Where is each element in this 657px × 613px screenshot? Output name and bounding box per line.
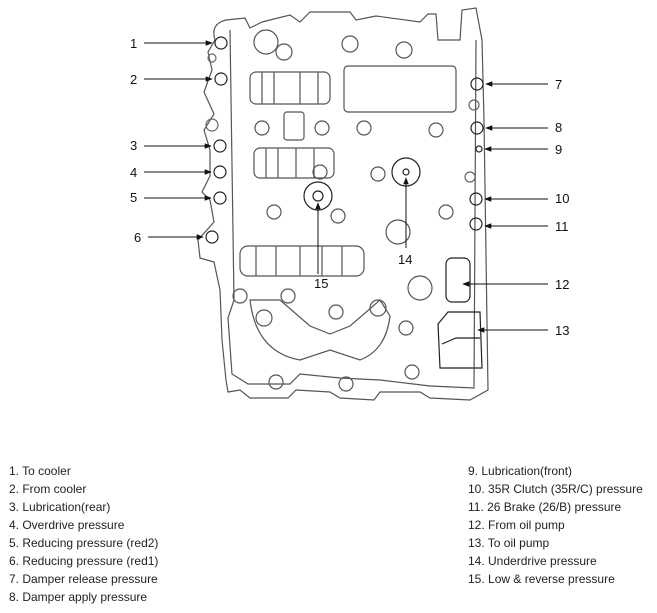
port-6 xyxy=(205,230,219,244)
legend-item: 7. Damper release pressure xyxy=(9,572,158,586)
port-5 xyxy=(213,191,227,205)
leader-lines xyxy=(144,40,548,333)
port-13 xyxy=(437,311,483,369)
callout-2: 2 xyxy=(130,72,137,87)
port-2 xyxy=(214,72,228,86)
callout-labels: 1 2 3 4 5 6 7 8 9 10 11 12 13 14 15 xyxy=(130,36,569,338)
callout-4: 4 xyxy=(130,165,137,180)
ports xyxy=(205,36,484,369)
callout-15: 15 xyxy=(314,276,328,291)
legend-item: 10. 35R Clutch (35R/C) pressure xyxy=(468,482,643,496)
callout-1: 1 xyxy=(130,36,137,51)
port-7 xyxy=(470,77,484,91)
legend-item: 12. From oil pump xyxy=(468,518,565,532)
bolts xyxy=(232,29,454,392)
port-1 xyxy=(214,36,228,50)
callout-14: 14 xyxy=(398,252,412,267)
legend-item: 14. Underdrive pressure xyxy=(468,554,597,568)
legend-item: 9. Lubrication(front) xyxy=(468,464,573,478)
callout-9: 9 xyxy=(555,142,562,157)
callout-5: 5 xyxy=(130,190,137,205)
valve-body-diagram: 1 2 3 4 5 6 7 8 9 10 11 12 13 14 15 xyxy=(130,7,569,401)
callout-3: 3 xyxy=(130,138,137,153)
port-12 xyxy=(445,257,471,303)
callout-11: 11 xyxy=(555,219,569,234)
port-11 xyxy=(469,217,483,231)
spool-valves xyxy=(239,65,457,361)
port-15 xyxy=(312,190,324,202)
callout-8: 8 xyxy=(555,120,562,135)
legend-item: 11. 26 Brake (26/B) pressure xyxy=(468,500,622,514)
legend-right: 9. Lubrication(front) 10. 35R Clutch (35… xyxy=(468,462,643,588)
port-9 xyxy=(475,145,483,153)
legend-item: 13. To oil pump xyxy=(468,536,550,550)
legend-item: 1. To cooler xyxy=(9,464,71,478)
port-4 xyxy=(213,165,227,179)
callout-10: 10 xyxy=(555,191,569,206)
port-14 xyxy=(402,168,410,176)
legend-item: 15. Low & reverse pressure xyxy=(468,572,615,586)
callout-13: 13 xyxy=(555,323,569,338)
legend-item: 4. Overdrive pressure xyxy=(9,518,125,532)
valve-body-outline xyxy=(197,7,489,401)
legend-item: 6. Reducing pressure (red1) xyxy=(9,554,159,568)
port-8 xyxy=(470,121,484,135)
callout-6: 6 xyxy=(134,230,141,245)
callout-7: 7 xyxy=(555,77,562,92)
callout-12: 12 xyxy=(555,277,569,292)
port-10 xyxy=(469,192,483,206)
legend-item: 8. Damper apply pressure xyxy=(9,590,148,604)
legend-left: 1. To cooler 2. From cooler 3. Lubricati… xyxy=(9,462,158,606)
legend-item: 3. Lubrication(rear) xyxy=(9,500,111,514)
port-3 xyxy=(213,139,227,153)
legend-item: 5. Reducing pressure (red2) xyxy=(9,536,159,550)
legend-item: 2. From cooler xyxy=(9,482,87,496)
